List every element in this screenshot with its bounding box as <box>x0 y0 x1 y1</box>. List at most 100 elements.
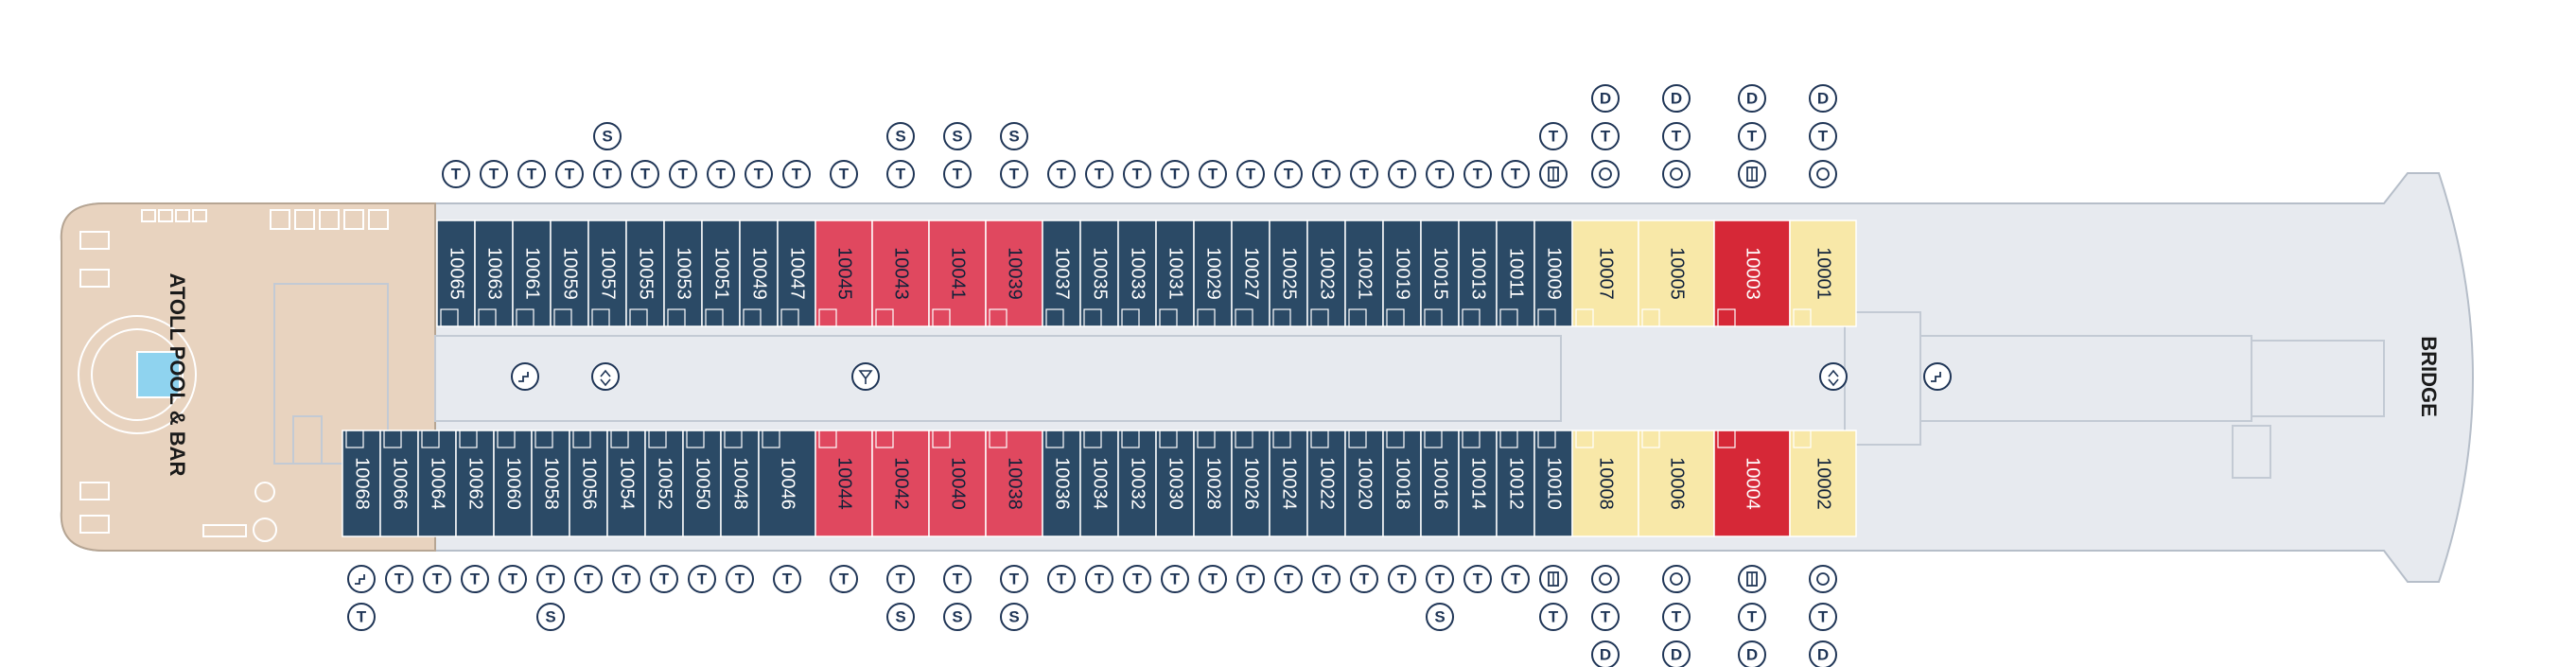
cabin-10035[interactable]: 10035 <box>1079 219 1119 327</box>
cabin-10050[interactable]: 10050 <box>682 430 722 537</box>
cabin-10019[interactable]: 10019 <box>1382 219 1422 327</box>
svg-text:S: S <box>952 607 962 625</box>
cabin-fill <box>758 430 816 537</box>
cabin-10025[interactable]: 10025 <box>1269 219 1308 327</box>
cabin-10020[interactable]: 10020 <box>1344 430 1384 537</box>
cabin-10053[interactable]: 10053 <box>663 219 703 327</box>
svg-text:T: T <box>1747 127 1758 145</box>
cabin-10051[interactable]: 10051 <box>701 219 741 327</box>
cabin-number: 10061 <box>522 247 543 300</box>
cabin-10002[interactable]: 10002 <box>1789 430 1857 537</box>
svg-text:T: T <box>451 165 462 183</box>
cabin-10003[interactable]: 10003 <box>1713 219 1791 327</box>
cabin-10033[interactable]: 10033 <box>1117 219 1157 327</box>
cabin-10044[interactable]: 10044 <box>815 430 873 537</box>
cabin-number: 10006 <box>1667 457 1688 510</box>
cabin-10005[interactable]: 10005 <box>1638 219 1715 327</box>
cabin-10006[interactable]: 10006 <box>1638 430 1715 537</box>
cabin-10058[interactable]: 10058 <box>531 430 570 537</box>
tub-icon: T <box>782 160 811 188</box>
cabin-10026[interactable]: 10026 <box>1231 430 1270 537</box>
cabin-10029[interactable]: 10029 <box>1193 219 1233 327</box>
svg-text:T: T <box>697 570 708 588</box>
cabin-10064[interactable]: 10064 <box>417 430 457 537</box>
tub-icon: T <box>1388 565 1416 593</box>
cabin-number: 10020 <box>1355 457 1376 510</box>
cabin-number: 10062 <box>465 457 486 510</box>
cabin-10049[interactable]: 10049 <box>739 219 779 327</box>
cabin-10031[interactable]: 10031 <box>1155 219 1195 327</box>
cabin-10060[interactable]: 10060 <box>493 430 533 537</box>
balcony-mark <box>1386 308 1405 327</box>
cabin-10066[interactable]: 10066 <box>379 430 419 537</box>
cabin-10013[interactable]: 10013 <box>1458 219 1498 327</box>
cabin-10062[interactable]: 10062 <box>455 430 495 537</box>
cabin-fill <box>625 219 665 327</box>
cabin-10038[interactable]: 10038 <box>985 430 1043 537</box>
cabin-10022[interactable]: 10022 <box>1306 430 1346 537</box>
balcony-mark <box>553 308 572 327</box>
cabin-10068[interactable]: 10068 <box>342 430 381 537</box>
balcony-mark <box>478 308 497 327</box>
tub-icon: T <box>650 565 678 593</box>
cabin-10063[interactable]: 10063 <box>474 219 514 327</box>
balcony-mark <box>818 430 837 448</box>
cabin-10048[interactable]: 10048 <box>720 430 760 537</box>
cabin-10014[interactable]: 10014 <box>1458 430 1498 537</box>
cabin-10018[interactable]: 10018 <box>1382 430 1422 537</box>
cabin-10032[interactable]: 10032 <box>1117 430 1157 537</box>
cabin-10034[interactable]: 10034 <box>1079 430 1119 537</box>
cabin-10004[interactable]: 10004 <box>1713 430 1791 537</box>
cabin-10010[interactable]: 10010 <box>1533 430 1573 537</box>
cabin-10016[interactable]: 10016 <box>1420 430 1460 537</box>
cabin-10052[interactable]: 10052 <box>644 430 684 537</box>
cabin-10008[interactable]: 10008 <box>1571 430 1639 537</box>
cabin-10040[interactable]: 10040 <box>928 430 987 537</box>
cabin-number: 10026 <box>1241 457 1262 510</box>
cabin-number: 10036 <box>1052 457 1073 510</box>
cabin-10057[interactable]: 10057 <box>587 219 627 327</box>
tub-icon: T <box>385 565 413 593</box>
stair-icon <box>1923 362 1952 391</box>
balcony-mark <box>686 430 705 448</box>
svg-text:T: T <box>489 165 499 183</box>
balcony-mark <box>724 430 743 448</box>
cabin-10056[interactable]: 10056 <box>569 430 608 537</box>
cabin-10007[interactable]: 10007 <box>1571 219 1639 327</box>
cabin-10027[interactable]: 10027 <box>1231 219 1270 327</box>
cabin-10011[interactable]: 10011 <box>1496 219 1535 327</box>
cabin-10045[interactable]: 10045 <box>815 219 873 327</box>
cabin-fill <box>417 430 457 537</box>
cabin-10043[interactable]: 10043 <box>871 219 930 327</box>
cabin-10021[interactable]: 10021 <box>1344 219 1384 327</box>
cabin-10012[interactable]: 10012 <box>1496 430 1535 537</box>
cabin-10061[interactable]: 10061 <box>512 219 552 327</box>
balcony-mark <box>1083 308 1102 327</box>
cabin-10059[interactable]: 10059 <box>550 219 589 327</box>
cabin-10047[interactable]: 10047 <box>777 219 816 327</box>
svg-text:S: S <box>1008 127 1019 145</box>
cabin-10041[interactable]: 10041 <box>928 219 987 327</box>
cabin-10046[interactable]: 10046 <box>758 430 816 537</box>
cabin-10054[interactable]: 10054 <box>606 430 646 537</box>
cabin-10001[interactable]: 10001 <box>1789 219 1857 327</box>
cabin-10023[interactable]: 10023 <box>1306 219 1346 327</box>
cabin-number: 10058 <box>541 457 562 510</box>
cabin-10030[interactable]: 10030 <box>1155 430 1195 537</box>
cabin-10024[interactable]: 10024 <box>1269 430 1308 537</box>
cabin-10065[interactable]: 10065 <box>436 219 476 327</box>
balcony-mark <box>1197 308 1216 327</box>
svg-text:S: S <box>602 127 612 145</box>
cabin-10009[interactable]: 10009 <box>1533 219 1573 327</box>
svg-text:T: T <box>1208 165 1218 183</box>
cabin-10039[interactable]: 10039 <box>985 219 1043 327</box>
dual-beds-icon: D <box>1662 641 1691 667</box>
balcony-mark <box>1272 430 1291 448</box>
cabin-10042[interactable]: 10042 <box>871 430 930 537</box>
cabin-10036[interactable]: 10036 <box>1042 430 1081 537</box>
cabin-10055[interactable]: 10055 <box>625 219 665 327</box>
svg-text:T: T <box>1549 607 1559 625</box>
cabin-10028[interactable]: 10028 <box>1193 430 1233 537</box>
cabin-10037[interactable]: 10037 <box>1042 219 1081 327</box>
cabin-10015[interactable]: 10015 <box>1420 219 1460 327</box>
